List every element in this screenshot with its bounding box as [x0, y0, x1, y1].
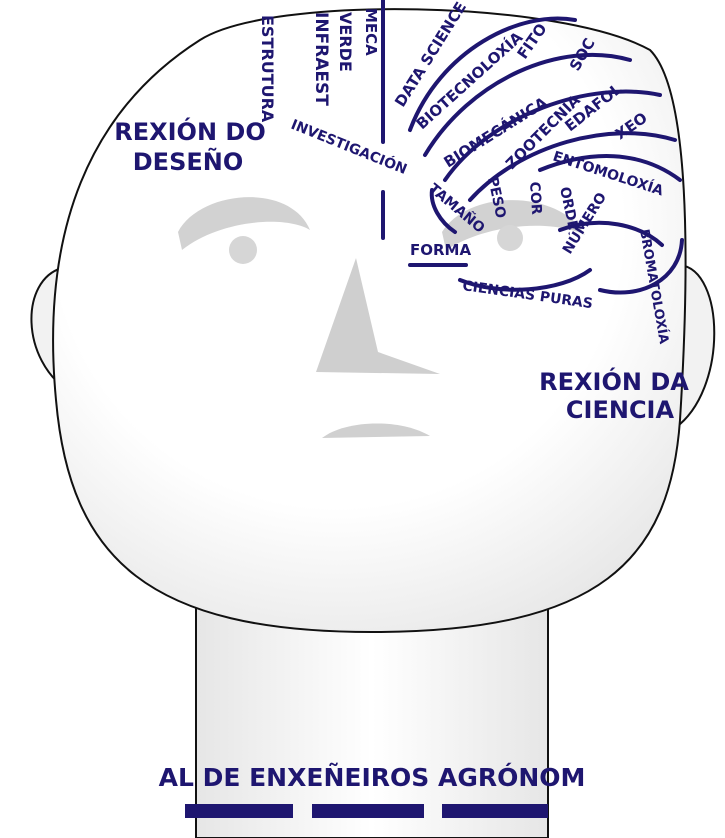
label-infraest: INFRAEST	[311, 12, 331, 106]
label-estrutura: ESTRUTURA	[258, 15, 277, 123]
region-science-line1: REXIÓN DA	[539, 366, 689, 396]
region-design-line1: REXIÓN DO	[114, 116, 265, 146]
neck-bars	[185, 804, 548, 818]
left-eye	[229, 236, 257, 264]
label-forma: FORMA	[410, 241, 471, 259]
neck-inscription: AL DE ENXEÑEIROS AGRÓNOM	[159, 762, 586, 792]
label-cor: COR	[526, 181, 544, 215]
neck	[196, 600, 548, 838]
label-verde: VERDE	[336, 12, 355, 72]
region-design-line2: DESEÑO	[133, 147, 243, 176]
right-eye	[497, 225, 523, 251]
label-mecanica: MECA	[362, 8, 380, 56]
region-science-line2: CIENCIA	[566, 396, 675, 424]
